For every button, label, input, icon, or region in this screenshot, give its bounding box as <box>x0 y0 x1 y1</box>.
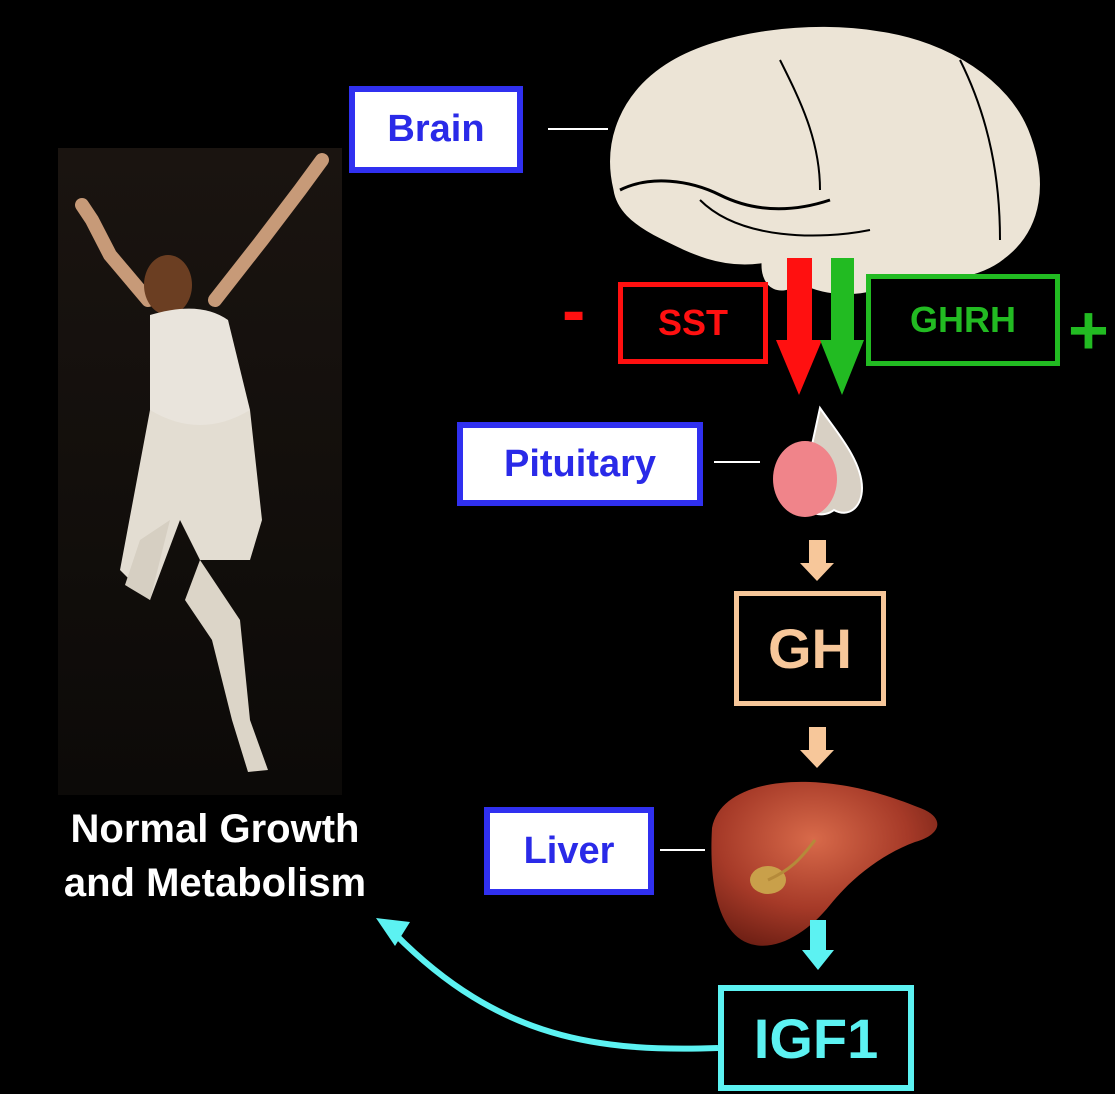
pituitary-label: Pituitary <box>457 422 703 506</box>
pituitary-gh-arrow <box>800 540 834 581</box>
brain-illustration <box>609 25 1042 295</box>
liver-label: Liver <box>484 807 654 895</box>
caption: Normal Growth and Metabolism <box>0 802 430 910</box>
sst-label: SST <box>618 282 768 364</box>
brain-label: Brain <box>349 86 523 173</box>
minus-sign: - <box>562 270 585 350</box>
dancer-photo <box>58 148 342 795</box>
caption-line-2: and Metabolism <box>0 856 430 910</box>
pituitary-illustration <box>773 408 862 517</box>
ghrh-label: GHRH <box>866 274 1060 366</box>
gh-liver-arrow <box>800 727 834 768</box>
igf1-feedback-arrow <box>395 934 718 1049</box>
plus-sign: + <box>1068 290 1109 370</box>
gh-label: GH <box>734 591 886 706</box>
caption-line-1: Normal Growth <box>0 802 430 856</box>
igf1-label: IGF1 <box>718 985 914 1091</box>
